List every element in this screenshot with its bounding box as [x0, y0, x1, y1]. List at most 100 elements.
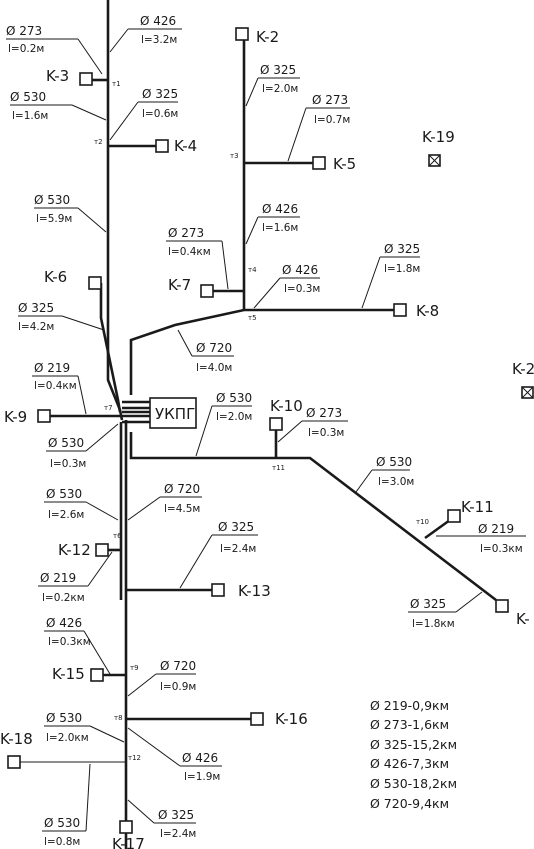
- k10-box: [269, 417, 283, 431]
- k14-trunk: [129, 432, 497, 602]
- svg-text:l=0.3м: l=0.3м: [284, 283, 320, 295]
- svg-text:Ø 720: Ø 720: [164, 482, 200, 496]
- legend-item: Ø 325-15,2км: [370, 737, 457, 752]
- segment-label: Ø 530 l=3.0м: [355, 455, 414, 493]
- svg-text:Ø 325: Ø 325: [158, 808, 194, 822]
- k14-box: [495, 599, 509, 613]
- svg-text:Ø 219: Ø 219: [40, 571, 76, 585]
- segment-label: Ø 219 l=0.2км: [38, 551, 113, 604]
- segment-label: Ø 325 l=1.8км: [408, 591, 483, 630]
- node-t3: т3: [230, 152, 239, 160]
- node-t11: т11: [272, 464, 285, 472]
- segment-label: Ø 426 l=1.9м: [127, 727, 222, 783]
- node-t4: т4: [248, 266, 257, 274]
- svg-text:Ø 426: Ø 426: [46, 616, 82, 630]
- k5-box: [312, 156, 326, 170]
- k12-label: K-12: [58, 541, 91, 559]
- segment-label: Ø 720 l=4.5м: [127, 482, 202, 521]
- k6-line: [99, 283, 122, 413]
- svg-text:Ø 325: Ø 325: [410, 597, 446, 611]
- legend-item: Ø 720-9,4км: [370, 796, 449, 811]
- node-t2: т2: [94, 138, 103, 146]
- svg-text:l=2.0км: l=2.0км: [46, 732, 89, 744]
- k16-box: [250, 712, 264, 726]
- svg-text:Ø 530: Ø 530: [48, 436, 84, 450]
- segment-label: Ø 426 l=0.3м: [253, 263, 320, 309]
- node-t5: т5: [248, 314, 257, 322]
- segment-label: Ø 219 l=0.3км: [436, 522, 526, 555]
- svg-text:l=0.8м: l=0.8м: [44, 836, 80, 848]
- svg-text:Ø 325: Ø 325: [384, 242, 420, 256]
- ukpg-label: УКПГ: [155, 405, 195, 423]
- diameter-legend: Ø 219-0,9км Ø 273-1,6км Ø 325-15,2км Ø 4…: [370, 698, 457, 811]
- svg-text:l=2.6м: l=2.6м: [48, 509, 84, 521]
- svg-text:Ø 273: Ø 273: [168, 226, 204, 240]
- svg-text:l=2.0м: l=2.0м: [262, 83, 298, 95]
- k19-label: K-19: [422, 128, 455, 146]
- svg-text:Ø 530: Ø 530: [10, 90, 46, 104]
- k9-label: K-9: [4, 408, 27, 426]
- node-t10: т10: [416, 518, 429, 526]
- segment-label: Ø 325 l=2.4м: [127, 799, 196, 840]
- k13-label: K-13: [238, 582, 271, 600]
- svg-text:l=0.3км: l=0.3км: [480, 543, 523, 555]
- svg-text:Ø 530: Ø 530: [44, 816, 80, 830]
- legend-item: Ø 530-18,2км: [370, 776, 457, 791]
- svg-text:Ø 720: Ø 720: [160, 659, 196, 673]
- k8-label: K-8: [416, 302, 439, 320]
- k3-box: [79, 72, 93, 86]
- k18-label: K-18: [0, 730, 33, 748]
- k2-label: K-2: [256, 28, 279, 46]
- svg-text:l=0.6м: l=0.6м: [142, 108, 178, 120]
- svg-text:l=1.8км: l=1.8км: [412, 618, 455, 630]
- k7-label: K-7: [168, 276, 191, 294]
- k8-trunk: [129, 308, 394, 395]
- node-t8: т8: [114, 714, 123, 722]
- segment-label: Ø 530 l=1.6м: [10, 90, 107, 122]
- svg-text:Ø 426: Ø 426: [262, 202, 298, 216]
- k3-label: K-3: [46, 67, 69, 85]
- legend-item: Ø 273-1,6км: [370, 717, 449, 732]
- segment-label: Ø 273 l=0.7м: [287, 93, 350, 162]
- segment-label: Ø 325 l=2.0м: [245, 63, 300, 107]
- k2-box: [235, 27, 249, 41]
- svg-text:l=0.3м: l=0.3м: [50, 458, 86, 470]
- k18-box: [7, 755, 21, 769]
- k12-box: [95, 543, 109, 557]
- segment-label: Ø 720 l=4.0м: [177, 329, 234, 374]
- svg-text:Ø 219: Ø 219: [478, 522, 514, 536]
- svg-text:Ø 426: Ø 426: [140, 14, 176, 28]
- svg-text:l=3.2м: l=3.2м: [141, 34, 177, 46]
- svg-text:l=1.6м: l=1.6м: [262, 222, 298, 234]
- svg-text:l=4.2м: l=4.2м: [18, 321, 54, 333]
- svg-text:l=1.6м: l=1.6м: [12, 110, 48, 122]
- k8-box: [393, 303, 407, 317]
- svg-text:Ø 325: Ø 325: [18, 301, 54, 315]
- svg-text:l=4.5м: l=4.5м: [164, 503, 200, 515]
- svg-text:l=0.2м: l=0.2м: [8, 43, 44, 55]
- svg-text:Ø 325: Ø 325: [218, 520, 254, 534]
- svg-text:l=2.4м: l=2.4м: [160, 828, 196, 840]
- k4-box: [155, 139, 169, 153]
- k17-label: K-17: [112, 835, 145, 849]
- segment-label: Ø 273 l=0.2м: [6, 24, 103, 75]
- segment-label: Ø 273 l=0.4км: [166, 226, 229, 290]
- segment-label: Ø 325 l=0.6м: [109, 87, 178, 141]
- svg-text:Ø 530: Ø 530: [34, 193, 70, 207]
- segment-label: Ø 530 l=2.0км: [44, 711, 125, 744]
- k15-label: K-15: [52, 665, 85, 683]
- svg-text:Ø 530: Ø 530: [46, 487, 82, 501]
- svg-text:l=5.9м: l=5.9м: [36, 213, 72, 225]
- svg-text:l=2.0м: l=2.0м: [216, 411, 252, 423]
- k11-branch: [424, 518, 451, 540]
- svg-text:Ø 426: Ø 426: [182, 751, 218, 765]
- k9-box: [37, 409, 51, 423]
- svg-text:Ø 273: Ø 273: [306, 406, 342, 420]
- svg-text:l=0.3м: l=0.3м: [308, 427, 344, 439]
- segment-label: Ø 530 l=5.9м: [34, 193, 107, 233]
- k6-label: K-6: [44, 268, 67, 286]
- svg-text:l=1.8м: l=1.8м: [384, 263, 420, 275]
- k11-label: K-11: [461, 498, 494, 516]
- svg-text:l=4.0м: l=4.0м: [196, 362, 232, 374]
- segment-label: Ø 325 l=1.8м: [361, 242, 420, 309]
